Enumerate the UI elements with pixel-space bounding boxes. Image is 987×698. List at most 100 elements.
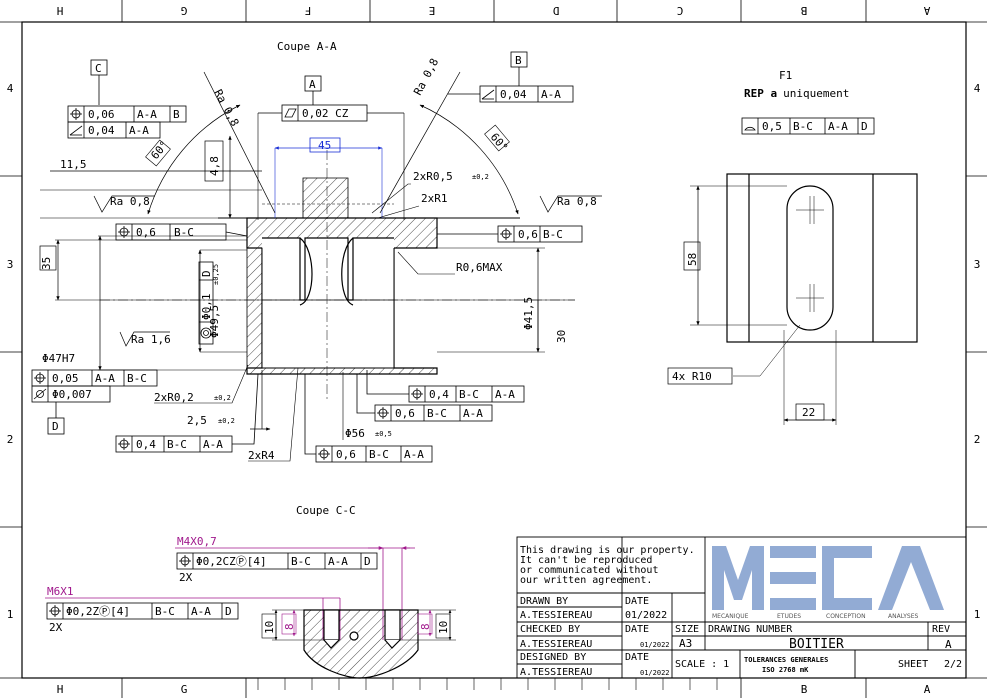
fcf-vert-ref1: D [200,270,213,277]
dim-2xr05-tol: ±0,2 [472,173,489,181]
cc-dim-8-right: 8 [419,623,432,630]
meca-logo: MECANIQUE ETUDES CONCEPTION ANALYSES [712,546,944,620]
logo-tagline-1: MECANIQUE [712,613,749,620]
drawn-date-value: 01/2022 [625,610,667,621]
part-body-section [218,177,520,375]
zone-labels: H G F E D C B A H G B A 4 3 2 1 4 3 2 1 [7,4,981,696]
fcf-left-top-ref2: B [173,108,180,121]
designed-date-value: 01/2022 [640,669,670,677]
dim-2-5: 2,5 [187,414,207,427]
m6-fcf-ref3: D [225,605,232,618]
fcf-04-right-ref1: B-C [459,388,479,401]
dim-2xr02-tol: ±0,2 [214,394,231,402]
checked-date-value: 01/2022 [640,641,670,649]
cc-dim-10-left: 10 [263,621,276,634]
m4-fcf-ref2: A-A [328,555,348,568]
fcf-04-right [366,370,525,403]
fcf-06-bottom-ref1: B-C [369,448,389,461]
zone-left-1: 1 [7,608,14,621]
zone-top-d: D [553,4,560,17]
zone-bottom-b: B [801,683,808,696]
fcf-left-top-tol: 0,06 [88,108,115,121]
m6-count: 2X [49,621,63,634]
drawn-by-value: A.TESSIEREAU [520,610,592,621]
fcf-flatness [258,104,404,122]
m6-fcf-ref2: A-A [191,605,211,618]
cc-body [303,609,419,679]
fcf-06-right [356,374,493,422]
logo-tagline-4: ANALYSES [888,613,919,620]
dim-r06max: R0,6MAX [456,261,503,274]
fcf-06-bottom [304,374,433,463]
fcf-06-bottom-ref2: A-A [404,448,424,461]
fcf-profile-ref3: D [861,120,868,133]
fcf-05-ref2: B-C [127,372,147,385]
datum-c [90,59,108,105]
dim-58: 58 [686,253,699,266]
m4-fcf-ref3: D [364,555,371,568]
m4-fcf-ref1: B-C [291,555,311,568]
fcf-profile-ref2: A-A [828,120,848,133]
dim-2xr05: 2xR0,5 [413,170,453,183]
drawn-by-label: DRAWN BY [520,596,568,607]
ra-left-chamfer: Ra 0,8 [211,87,241,128]
fcf-06-right-ref2: A-A [463,407,483,420]
dim-phi49-tol: ±0,25 [212,264,220,285]
dim-phi56: Φ56 [345,427,365,440]
zone-right-3: 3 [974,258,981,271]
fcf-06-bottom-tol: 0,6 [336,448,356,461]
zone-bottom-a: A [924,683,931,696]
view-f1-rep: REP a uniquement [744,87,849,100]
zone-top-f: F [305,4,312,17]
drawn-date-label: DATE [625,596,649,607]
fcf-pos-right [437,225,583,243]
section-cc-title: Coupe C-C [296,504,356,517]
fcf-06-right-tol: 0,6 [395,407,415,420]
fcf-cyl-tol: Φ0,007 [52,388,92,401]
fcf-04-right-tol: 0,4 [429,388,449,401]
dim-30: 30 [555,330,568,343]
zone-right-2: 2 [974,433,981,446]
m4-count: 2X [179,571,193,584]
f1-body [726,173,918,343]
notice-line-3: or communicated without [520,565,658,576]
dim-2xr4: 2xR4 [248,449,275,462]
zone-left-4: 4 [7,82,14,95]
fcf-pos-left [115,223,248,241]
dim-2-5-tol: ±0,2 [218,417,235,425]
fcf-pos-left-tol: 0,6 [136,226,156,239]
scale-label: SCALE : 1 [675,659,729,670]
zone-top-a: A [923,4,930,17]
view-f1-title: F1 [779,69,792,82]
ra-left-face: Ra 0,8 [110,195,150,208]
logo-tagline-2: ETUDES [777,613,801,620]
view-f1-rep-rest: uniquement [783,87,849,100]
fcf-position-bore [31,369,158,435]
dim-35: 35 [40,257,53,270]
section-aa-title: Coupe A-A [277,40,337,53]
datum-a-label: A [309,78,316,91]
datum-b [510,51,528,86]
fcf-04-bottom-ref1: B-C [167,438,187,451]
designed-by-value: A.TESSIEREAU [520,667,592,678]
sheet-label: SHEET [898,659,928,670]
m6-fcf-ref1: B-C [155,605,175,618]
fcf-left-angle-ref1: A-A [129,124,149,137]
m4-label: M4X0,7 [177,535,217,548]
designed-date-label: DATE [625,652,649,663]
title-block: This drawing is our property. It can't b… [516,536,967,679]
dim-4-8: 4,8 [208,156,221,176]
fcf-pos-left-ref1: B-C [174,226,194,239]
view-f1-rep-bold: REP a [744,87,777,100]
fcf-04-bottom [115,373,259,453]
section-aa-view: Coupe A-A [31,40,602,463]
radius-label: 4x R10 [672,370,712,383]
datum-c-label: C [95,62,102,75]
dim-22: 22 [802,406,815,419]
m6-fcf [46,602,239,620]
ra-right-face: Ra 0,8 [557,195,597,208]
zone-top-c: C [677,4,684,17]
zone-left-3: 3 [7,258,14,271]
